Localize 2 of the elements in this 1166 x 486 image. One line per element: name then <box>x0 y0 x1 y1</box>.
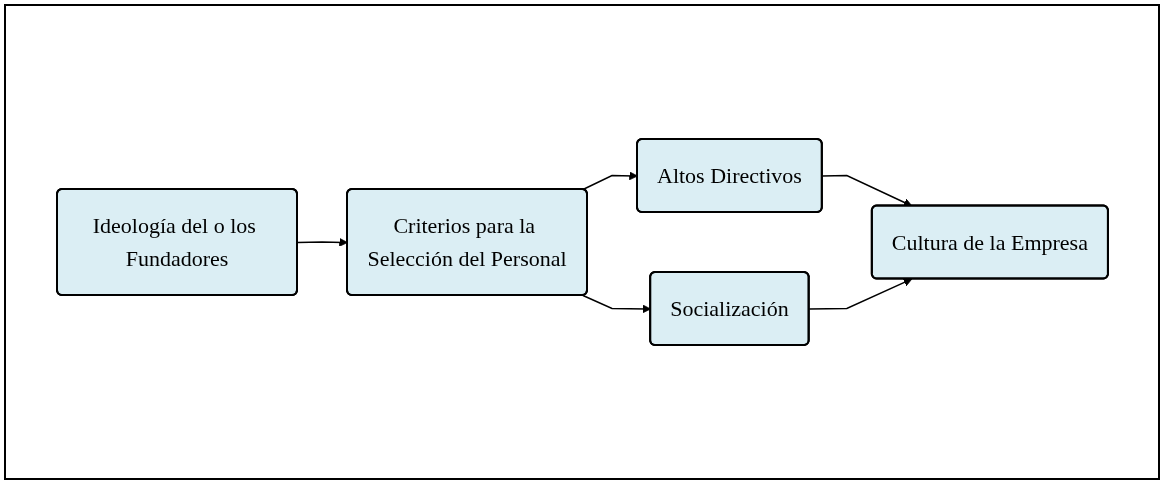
arrow <box>821 174 912 207</box>
frame-border: Ideología del o los Fundadores Criterios para la Selección del Personal Altos Directivos Socialización Cultura de la Empresa <box>4 4 1160 480</box>
